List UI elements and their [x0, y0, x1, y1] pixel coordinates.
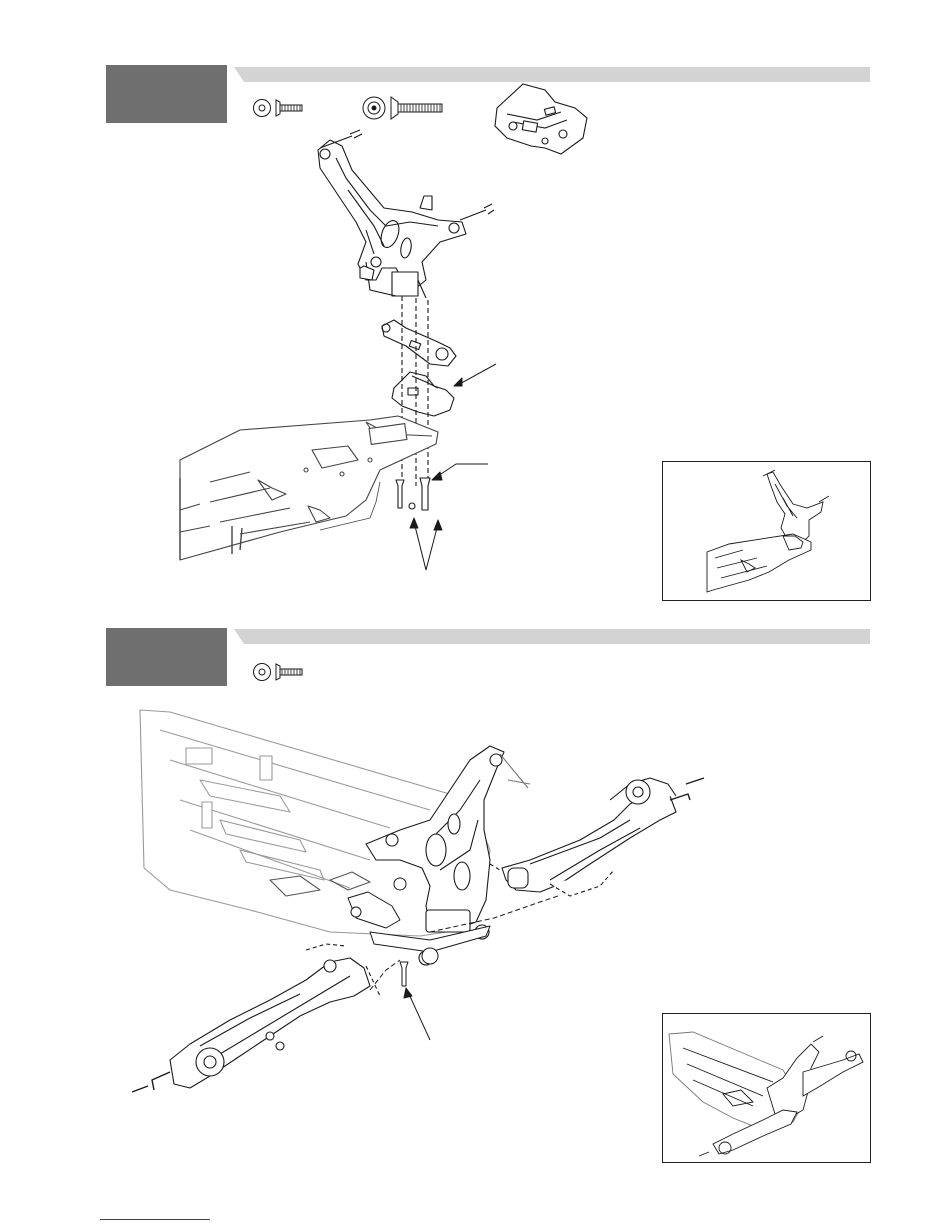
right-suspension-arm [490, 778, 704, 896]
short-screw-icon [276, 100, 302, 116]
step-2-number-box [106, 628, 227, 686]
step-2-assembly-drawing [130, 700, 710, 1110]
tower-brace [382, 320, 456, 366]
bulkhead-brace [392, 372, 454, 416]
footer-link-underline[interactable] [100, 1219, 210, 1220]
step-2-parts-row [245, 650, 315, 690]
hinge-pin-screw [400, 962, 408, 986]
left-suspension-arm [132, 944, 380, 1092]
step-2-header-notch [234, 629, 244, 644]
short-screw-icon [276, 664, 302, 680]
step-2-header-bar [244, 629, 870, 644]
large-washer-icon [363, 97, 385, 119]
hinge-screw-callout-arrow [404, 988, 430, 1040]
mounting-screws [396, 478, 430, 510]
step-2-inset-view [662, 1013, 871, 1163]
step-1-inset-view [662, 461, 871, 601]
shock-tower [318, 130, 494, 298]
small-washer-icon [254, 100, 271, 117]
long-screw-icon [391, 97, 442, 119]
step-1-header-notch [234, 67, 244, 82]
step-1-exploded-drawing [170, 130, 690, 590]
screws-callout-arrow-right [426, 524, 438, 570]
screws-callout-arrow-left [414, 522, 426, 570]
step-1-number-box [106, 65, 227, 123]
small-washer-icon [254, 664, 271, 681]
step-1-inset-drawing [663, 462, 870, 600]
step-2-inset-drawing [663, 1014, 870, 1162]
step-1-header-bar [244, 67, 870, 82]
